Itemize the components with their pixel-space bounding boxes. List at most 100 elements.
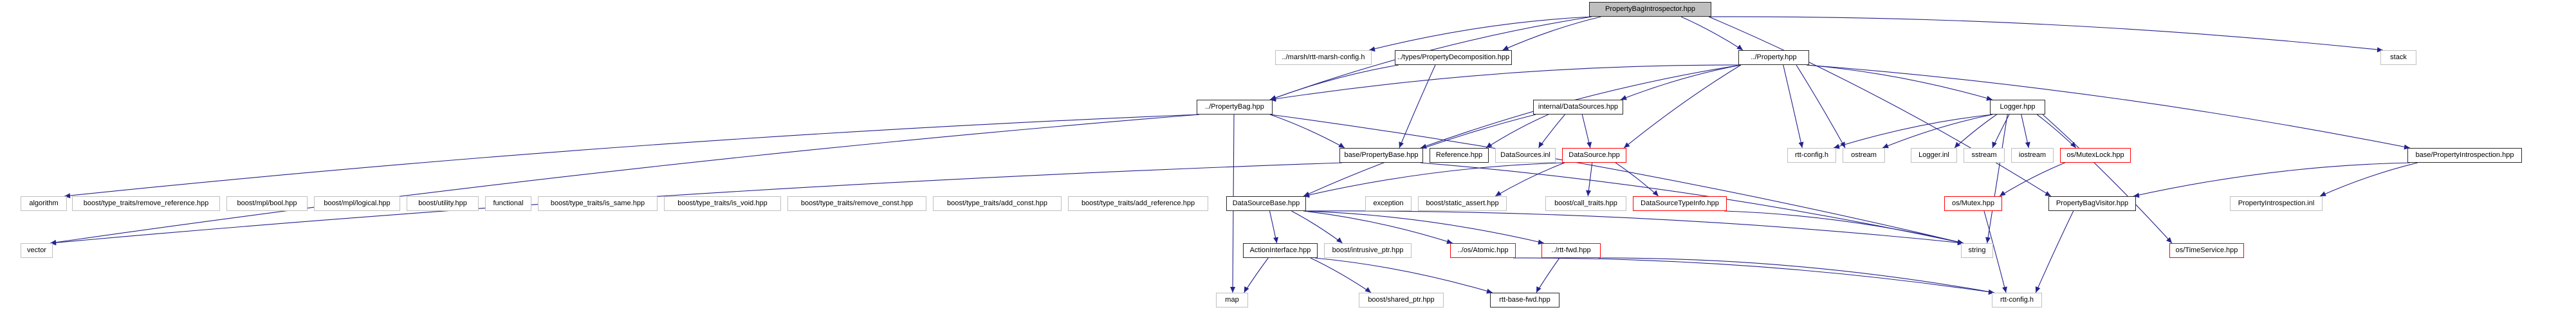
graph-node-label: ../os/Atomic.hpp — [1457, 246, 1509, 254]
graph-node-btt_addconst[interactable]: boost/type_traits/add_const.hpp — [933, 196, 1062, 211]
edge-logger-to-ostimeservice — [2042, 114, 2173, 244]
edge-arrowhead — [1336, 237, 1343, 243]
edge-arrowhead — [1502, 45, 1509, 50]
graph-node-marshcfg[interactable]: ../marsh/rtt-marsh-config.h — [1275, 50, 1372, 65]
graph-node-label: boost/static_assert.hpp — [1426, 199, 1499, 207]
graph-node-mutexlock[interactable]: os/MutexLock.hpp — [2060, 148, 2131, 163]
graph-node-osmutex[interactable]: os/Mutex.hpp — [1944, 196, 2002, 211]
edge-root-to-propdecomp — [1502, 16, 1601, 51]
graph-node-basepropbase[interactable]: base/PropertyBase.hpp — [1339, 148, 1423, 163]
edge-mutexlock-to-osmutex — [1999, 162, 2065, 197]
edge-osatomic-to-rttconfig2 — [1513, 257, 1995, 293]
graph-node-bmpl_bool[interactable]: boost/mpl/bool.hpp — [226, 196, 308, 211]
edge-arrowhead — [2000, 190, 2006, 196]
graph-node-label: functional — [493, 199, 524, 207]
graph-node-btt_removeconst[interactable]: boost/type_traits/remove_const.hpp — [787, 196, 926, 211]
graph-node-label: base/PropertyIntrospection.hpp — [2415, 151, 2514, 159]
graph-node-loggerinl[interactable]: Logger.inl — [1911, 148, 1957, 163]
graph-node-btt_addref[interactable]: boost/type_traits/add_reference.hpp — [1068, 196, 1208, 211]
graph-node-algorithm[interactable]: algorithm — [21, 196, 67, 211]
graph-node-propdecomp[interactable]: ../types/PropertyDecomposition.hpp — [1395, 50, 1512, 65]
graph-node-label: sstream — [1971, 151, 1997, 159]
graph-node-btt_removeref[interactable]: boost/type_traits/remove_reference.hpp — [72, 196, 220, 211]
edge-arrowhead — [1538, 142, 1544, 148]
graph-node-ostream[interactable]: ostream — [1843, 148, 1885, 163]
graph-node-label: algorithm — [29, 199, 59, 207]
graph-node-label: PropertyIntrospection.inl — [2238, 199, 2315, 207]
graph-node-root[interactable]: PropertyBagIntrospector.hpp — [1589, 2, 1711, 17]
graph-node-propertybag[interactable]: ../PropertyBag.hpp — [1197, 100, 1273, 115]
edge-arrowhead — [1992, 142, 1997, 148]
graph-node-butility[interactable]: boost/utility.hpp — [407, 196, 479, 211]
graph-node-property[interactable]: ../Property.hpp — [1738, 50, 1809, 65]
graph-node-datasourcesinl[interactable]: DataSources.inl — [1495, 148, 1556, 163]
edge-logger-to-rttconfig1 — [1833, 114, 1993, 149]
edge-arrowhead — [1338, 142, 1345, 148]
graph-node-stack[interactable]: stack — [2380, 50, 2416, 65]
edge-root-to-marshcfg — [1368, 16, 1592, 51]
edge-arrowhead — [2166, 237, 2172, 243]
graph-node-logger[interactable]: Logger.hpp — [1990, 100, 2045, 115]
graph-node-vector[interactable]: vector — [21, 243, 53, 258]
graph-node-functional[interactable]: functional — [485, 196, 531, 211]
graph-node-rttfwd[interactable]: ../rtt-fwd.hpp — [1541, 243, 1601, 258]
edge-propertybag-to-basepropbase — [1269, 114, 1345, 149]
graph-node-bcall_traits[interactable]: boost/call_traits.hpp — [1545, 196, 1626, 211]
graph-node-ostimeservice[interactable]: os/TimeService.hpp — [2169, 243, 2244, 258]
graph-node-intdatasources[interactable]: internal/DataSources.hpp — [1533, 100, 1623, 115]
graph-node-label: Reference.hpp — [1435, 151, 1483, 159]
edge-intdatasources-to-datasourcesinl — [1538, 114, 1565, 149]
graph-node-basepropintro[interactable]: base/PropertyIntrospection.hpp — [2407, 148, 2522, 163]
graph-node-pbvisitor[interactable]: PropertyBagVisitor.hpp — [2048, 196, 2136, 211]
graph-node-label: boost/mpl/logical.hpp — [324, 199, 391, 207]
edge-intdatasources-to-reference — [1486, 114, 1549, 149]
graph-node-rttconfig1[interactable]: rtt-config.h — [1787, 148, 1836, 163]
edge-datasource-to-datasourcebase — [1303, 162, 1565, 197]
graph-node-label: boost/call_traits.hpp — [1554, 199, 1617, 207]
graph-node-actioninterface[interactable]: ActionInterface.hpp — [1243, 243, 1318, 258]
graph-node-label: base/PropertyBase.hpp — [1344, 151, 1419, 159]
edge-propdecomp-to-basepropbase — [1399, 64, 1436, 149]
graph-node-label: exception — [1373, 199, 1404, 207]
graph-node-iostream[interactable]: iostream — [2011, 148, 2054, 163]
edge-arrowhead — [1955, 142, 1961, 148]
graph-node-datasourcebase[interactable]: DataSourceBase.hpp — [1226, 196, 1306, 211]
edge-datasource-to-bstatic_assert — [1495, 162, 1565, 197]
graph-node-rttconfig2[interactable]: rtt-config.h — [1992, 293, 2042, 307]
graph-node-exception[interactable]: exception — [1365, 196, 1412, 211]
graph-node-rttbasefwd[interactable]: rtt-base-fwd.hpp — [1490, 293, 1559, 307]
graph-node-sstream[interactable]: sstream — [1964, 148, 2005, 163]
edge-propdecomp-to-propertybag — [1269, 64, 1399, 100]
graph-node-label: ActionInterface.hpp — [1249, 246, 1311, 254]
edge-datasource-to-dstypeinfo — [1615, 162, 1659, 197]
edge-arrowhead — [2025, 142, 2030, 148]
graph-node-label: DataSourceBase.hpp — [1232, 199, 1300, 207]
graph-node-bstatic_assert[interactable]: boost/static_assert.hpp — [1418, 196, 1507, 211]
edge-arrowhead — [1985, 237, 1991, 243]
graph-node-reference[interactable]: Reference.hpp — [1430, 148, 1489, 163]
graph-node-propintroinl[interactable]: PropertyIntrospection.inl — [2230, 196, 2323, 211]
edge-property-to-propertybag — [1269, 64, 1742, 100]
graph-node-label: rtt-config.h — [1795, 151, 1828, 159]
edge-datasourcebase-to-string — [1303, 210, 1964, 244]
graph-node-label: PropertyBagIntrospector.hpp — [1605, 5, 1696, 13]
graph-node-dstypeinfo[interactable]: DataSourceTypeInfo.hpp — [1633, 196, 1727, 211]
graph-node-label: iostream — [2018, 151, 2047, 159]
graph-node-datasource[interactable]: DataSource.hpp — [1562, 148, 1626, 163]
edge-property-to-logger — [1806, 64, 1993, 100]
graph-node-label: PropertyBagVisitor.hpp — [2056, 199, 2129, 207]
graph-node-string[interactable]: string — [1961, 243, 1993, 258]
edge-logger-to-string — [1987, 114, 2008, 244]
graph-node-btt_isvoid[interactable]: boost/type_traits/is_void.hpp — [664, 196, 781, 211]
graph-node-bsharedptr[interactable]: boost/shared_ptr.hpp — [1359, 293, 1444, 307]
graph-node-map[interactable]: map — [1216, 293, 1248, 307]
graph-node-label: boost/type_traits/is_same.hpp — [550, 199, 645, 207]
edge-logger-to-loggerinl — [1954, 114, 1997, 149]
graph-node-btt_issame[interactable]: boost/type_traits/is_same.hpp — [538, 196, 658, 211]
graph-node-bmpl_logical[interactable]: boost/mpl/logical.hpp — [314, 196, 400, 211]
graph-node-bintrusive[interactable]: boost/intrusive_ptr.hpp — [1324, 243, 1412, 258]
edge-arrowhead — [2070, 142, 2076, 148]
edge-logger-to-ostream — [1882, 114, 1993, 149]
graph-node-osatomic[interactable]: ../os/Atomic.hpp — [1450, 243, 1516, 258]
